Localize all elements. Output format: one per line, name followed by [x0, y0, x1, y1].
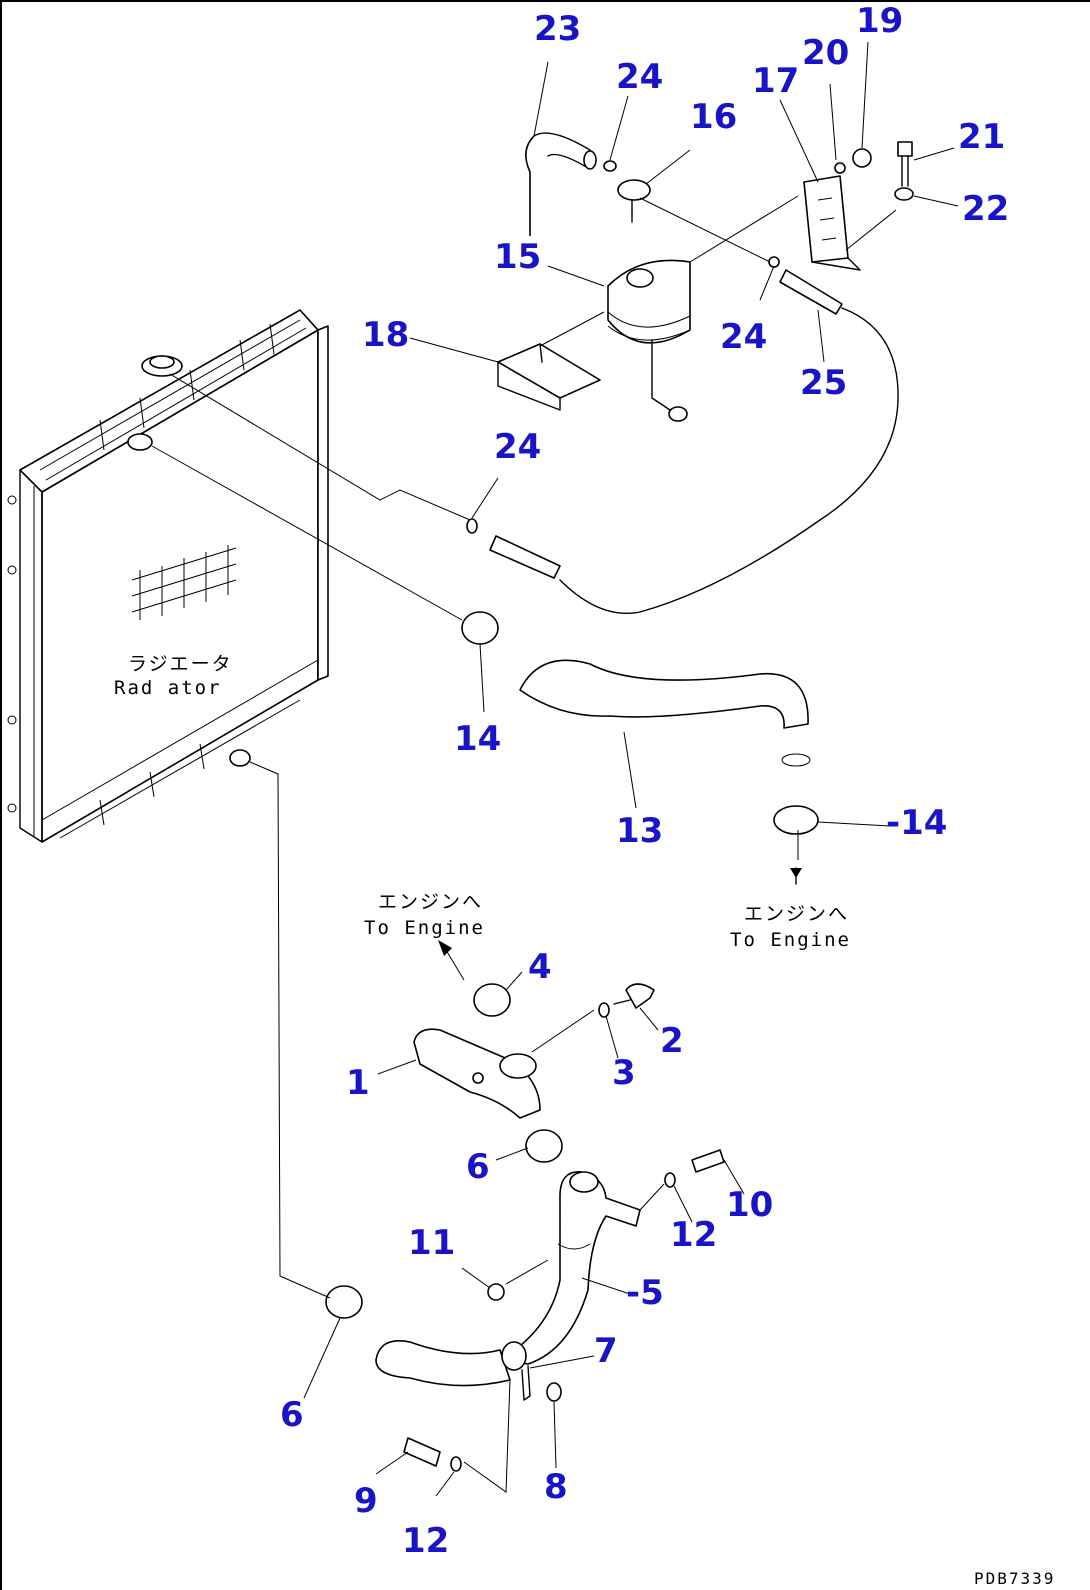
callout: -14: [886, 803, 947, 843]
water-pipe-1: [413, 1028, 541, 1119]
clip-24-low: [466, 518, 478, 534]
hose-13: [519, 659, 809, 729]
callout: 24: [720, 317, 767, 357]
drawing-code: PDB7339: [974, 1569, 1055, 1588]
callout: 4: [528, 947, 552, 987]
radiator-label-en: Rad ator: [114, 677, 222, 699]
callout: 6: [280, 1395, 304, 1435]
clamp-6-upper: [525, 1129, 563, 1163]
core-grid: [131, 545, 237, 620]
arrow-to-engine-right: [790, 867, 802, 885]
callout: 12: [402, 1521, 449, 1561]
callout: 14: [454, 719, 501, 759]
callout: 23: [534, 9, 581, 49]
callout: 2: [660, 1021, 684, 1061]
callout: 7: [594, 1331, 618, 1371]
callout: 12: [670, 1215, 717, 1255]
assembly-lines: [151, 195, 897, 1493]
washer-20: [834, 162, 846, 174]
overflow-hose: [559, 307, 899, 614]
nut-11: [487, 1283, 505, 1301]
callout: 1: [346, 1063, 370, 1103]
to-engine-jp-right: エンジンへ: [744, 903, 849, 925]
callout: 3: [612, 1053, 636, 1093]
clamp-14-lower: [773, 805, 819, 835]
spacer-8: [546, 1382, 562, 1402]
hose-23: [525, 135, 535, 236]
tank-bracket: [497, 343, 601, 411]
hose-lower: [375, 1340, 511, 1387]
callout: 13: [616, 811, 663, 851]
callout: -5: [626, 1273, 664, 1313]
callout: 18: [362, 315, 409, 355]
cap-16: [617, 179, 651, 201]
callout: 20: [802, 33, 849, 73]
bolt-2: [625, 983, 655, 1009]
to-engine-en-right: To Engine: [730, 929, 851, 951]
callout: 6: [466, 1147, 490, 1187]
arrow-to-engine-left: [438, 940, 465, 981]
callout: 24: [616, 57, 663, 97]
bolt-9: [403, 1437, 441, 1467]
bolt-21: [901, 155, 909, 187]
to-engine-jp-left: エンジンへ: [378, 891, 483, 913]
washer-22: [894, 187, 914, 201]
callout: 21: [958, 117, 1005, 157]
washer-12-upper: [664, 1172, 676, 1188]
callout: 15: [494, 237, 541, 277]
clamp-6-lower: [325, 1285, 363, 1319]
callout: 8: [544, 1467, 568, 1507]
callouts: 23 24 16 20 19 17 21 22 15 24 25 18 24 1…: [280, 1, 1009, 1561]
callout: 19: [856, 1, 903, 41]
cap-bracket: [803, 175, 861, 271]
callout: 10: [726, 1185, 773, 1225]
reserve-tank: [607, 259, 691, 422]
hose-25: [779, 269, 843, 315]
clip-24-top: [603, 160, 617, 172]
hose-stub: [489, 535, 561, 579]
hose-5: [499, 1171, 641, 1365]
washer-3: [598, 1002, 610, 1018]
clamp-4: [473, 983, 511, 1017]
bracket-7: [501, 1341, 531, 1401]
radiator: [7, 309, 329, 843]
callout: 16: [690, 97, 737, 137]
clip-24-mid: [768, 256, 780, 268]
bolt-10: [691, 1149, 725, 1173]
callout: 25: [800, 363, 847, 403]
callout: 11: [408, 1223, 455, 1263]
callout: 17: [752, 61, 799, 101]
nut-19: [852, 148, 872, 168]
radiator-label-jp: ラジエータ: [128, 653, 233, 675]
callout: 24: [494, 427, 541, 467]
leader-lines: [303, 41, 959, 1497]
callout: 9: [354, 1481, 378, 1521]
clamp-14-upper: [461, 611, 499, 645]
washer-12-lower: [450, 1456, 462, 1472]
callout: 22: [962, 189, 1009, 229]
to-engine-en-left: To Engine: [364, 917, 485, 939]
